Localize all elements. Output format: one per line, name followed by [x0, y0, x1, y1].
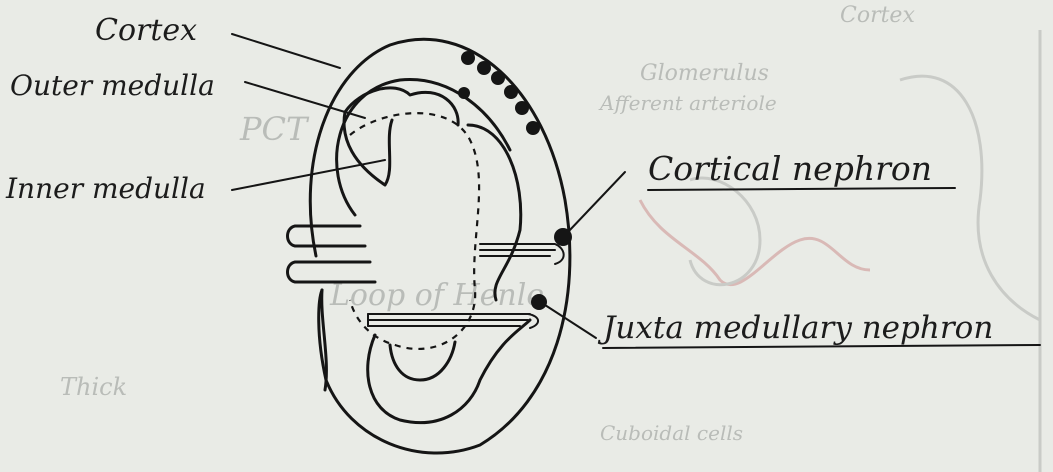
bg-text-afferent: Afferent arteriole [598, 91, 777, 115]
bg-text-cuboidal: Cuboidal cells [600, 421, 743, 445]
outer-medulla-lobe-top [345, 88, 458, 125]
medulla-right-contour [468, 125, 521, 300]
cortical-nephron [480, 228, 572, 264]
label-outer-medulla: Outer medulla [10, 69, 215, 102]
glomerulus-dot [458, 87, 470, 99]
cortical-glomeruli-row [458, 51, 540, 135]
leader-cortical-nephron [568, 172, 625, 232]
cortex-inner-boundary-upper [337, 80, 510, 215]
bg-text-thick: Thick [60, 373, 127, 401]
bg-curve [900, 76, 1040, 320]
glomerulus-dot [515, 101, 529, 115]
label-inner-medulla: Inner medulla [5, 172, 206, 205]
hilum-vessel-upper [288, 226, 366, 246]
glomerulus-dot [461, 51, 475, 65]
glomerulus-dot [504, 85, 518, 99]
bg-text-cortex: Cortex [840, 3, 915, 28]
cortical-nephron-loop [480, 244, 564, 264]
bg-text-pct: PCT [239, 110, 310, 148]
glomerulus-dot [477, 61, 491, 75]
leader-inner-medulla [232, 160, 385, 190]
bg-loop-sketch [690, 178, 760, 285]
juxta-nephron-loop [368, 314, 538, 328]
leader-juxta-nephron [545, 305, 596, 338]
bg-text-glomerulus: Glomerulus [640, 61, 769, 86]
glomerulus-dot [491, 71, 505, 85]
inner-medulla-lower-contour [368, 320, 530, 423]
label-juxta-nephron: Juxta medullary nephron [597, 310, 993, 346]
label-cortex: Cortex [95, 13, 197, 48]
label-cortical-nephron: Cortical nephron [648, 149, 932, 188]
glomerulus-dot [526, 121, 540, 135]
outer-medulla-lobe-left [344, 112, 392, 185]
leader-cortex [232, 34, 340, 68]
juxta-glomerulus [531, 294, 547, 310]
underline-cortical-nephron [648, 188, 955, 190]
